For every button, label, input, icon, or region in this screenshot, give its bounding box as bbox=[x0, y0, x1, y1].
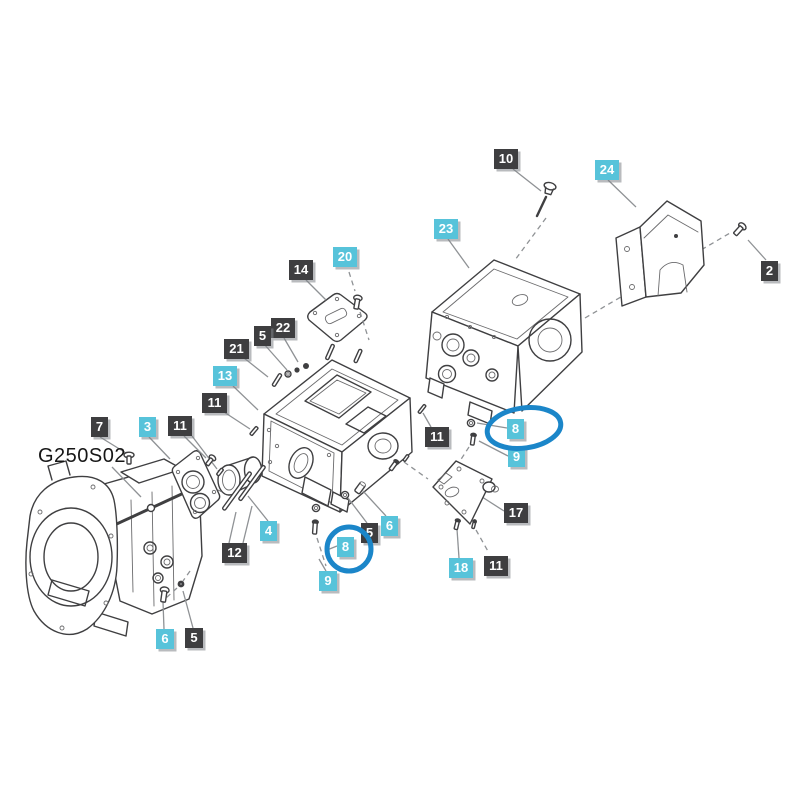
bolt-glyph bbox=[159, 586, 170, 603]
assembly-axis-line bbox=[165, 587, 178, 599]
leader-line bbox=[447, 238, 470, 269]
part-tag-5: 5 bbox=[361, 523, 378, 543]
part-tag-11: 11 bbox=[484, 556, 508, 576]
part-tag-5: 5 bbox=[185, 628, 203, 648]
part-tag-8: 8 bbox=[337, 537, 354, 557]
leader-line bbox=[111, 466, 142, 498]
leader-line bbox=[326, 545, 338, 551]
part-tag-3: 3 bbox=[139, 417, 156, 437]
leader-line bbox=[318, 558, 327, 572]
bolt-glyph bbox=[469, 432, 477, 446]
leader-line bbox=[183, 435, 207, 459]
part-tag-11: 11 bbox=[425, 427, 449, 447]
plug-glyph bbox=[123, 451, 135, 465]
leader-line bbox=[247, 495, 269, 522]
leader-line bbox=[456, 528, 460, 559]
leader-line bbox=[283, 337, 299, 363]
part-tag-2: 2 bbox=[761, 261, 778, 281]
part-tag-18: 18 bbox=[449, 558, 473, 578]
leader-line bbox=[232, 385, 259, 411]
bushing-glyph bbox=[354, 481, 366, 495]
assembly-axis-line bbox=[514, 217, 547, 261]
part-tag-11: 11 bbox=[168, 416, 192, 436]
leader-line bbox=[182, 590, 194, 629]
part-tag-8: 8 bbox=[507, 419, 524, 439]
clutch-housing-drawing bbox=[25, 460, 119, 636]
rear-cover-drawing bbox=[615, 200, 705, 307]
assembly-axis-line bbox=[359, 311, 370, 341]
leader-line bbox=[607, 179, 637, 208]
bolt-glyph bbox=[311, 519, 319, 535]
dipstick-drawing bbox=[535, 181, 557, 218]
part-tag-11: 11 bbox=[202, 393, 227, 413]
leader-line bbox=[512, 168, 542, 192]
assembly-axis-line bbox=[475, 529, 490, 554]
part-tag-23: 23 bbox=[434, 219, 458, 239]
part-tag-6: 6 bbox=[381, 516, 398, 536]
part-tag-13: 13 bbox=[213, 366, 237, 386]
bolt-glyph bbox=[353, 294, 363, 310]
leader-lines bbox=[99, 168, 767, 630]
leader-line bbox=[228, 511, 237, 544]
leader-line bbox=[191, 435, 218, 470]
pin-glyph bbox=[271, 373, 283, 387]
part-tag-12: 12 bbox=[222, 543, 247, 563]
leader-line bbox=[99, 436, 127, 454]
leader-line bbox=[347, 497, 368, 524]
top-cover-plate-drawing bbox=[307, 292, 368, 343]
stud-glyph bbox=[222, 471, 252, 511]
assembly-axis-line bbox=[403, 461, 429, 480]
leader-line bbox=[305, 279, 327, 301]
bolt-glyph bbox=[733, 222, 747, 237]
part-tag-22: 22 bbox=[271, 318, 295, 338]
part-tag-20: 20 bbox=[333, 247, 357, 267]
part-tag-14: 14 bbox=[289, 260, 313, 280]
pin-glyph bbox=[325, 343, 335, 361]
side-cover-plate-drawing bbox=[432, 460, 499, 525]
model-code-label: G250S02 bbox=[38, 445, 127, 467]
part-tag-10: 10 bbox=[494, 149, 518, 169]
part-tag-5: 5 bbox=[254, 326, 271, 346]
part-tag-17: 17 bbox=[504, 503, 528, 523]
bolt-glyph bbox=[205, 454, 217, 467]
assembly-axis-line bbox=[182, 570, 191, 582]
leader-line bbox=[476, 422, 508, 429]
part-tag-24: 24 bbox=[595, 160, 619, 180]
part-tag-9: 9 bbox=[319, 571, 337, 591]
assembly-axis-line bbox=[316, 537, 327, 567]
leader-line bbox=[362, 490, 387, 517]
fastener-glyphs bbox=[123, 222, 747, 603]
bolt-glyph bbox=[216, 467, 224, 477]
part-tag-9: 9 bbox=[508, 447, 525, 467]
main-case-drawing bbox=[261, 359, 413, 513]
bolt-glyph bbox=[453, 518, 462, 531]
rear-case-drawing bbox=[425, 259, 583, 425]
pin-glyph bbox=[471, 519, 478, 530]
pin-glyph bbox=[353, 348, 363, 364]
leader-line bbox=[747, 239, 767, 261]
bolt-glyph bbox=[388, 458, 400, 472]
part-tag-7: 7 bbox=[91, 417, 108, 437]
leader-line bbox=[242, 505, 253, 544]
gearbox-assembly-drawing bbox=[93, 458, 203, 637]
leader-line bbox=[422, 412, 432, 428]
pin-glyph bbox=[402, 454, 410, 462]
part-tag-6: 6 bbox=[156, 629, 174, 649]
leader-line bbox=[223, 411, 251, 430]
stud-glyph bbox=[238, 464, 266, 502]
pin-glyph bbox=[417, 403, 427, 415]
leader-line bbox=[263, 343, 288, 371]
leader-line bbox=[148, 436, 171, 460]
leader-line bbox=[162, 601, 165, 630]
part-tag-21: 21 bbox=[224, 339, 249, 359]
assembly-axis-line bbox=[348, 271, 356, 292]
side-plate-drawing bbox=[171, 450, 221, 519]
leader-line bbox=[243, 357, 269, 378]
pin-glyph bbox=[249, 425, 259, 437]
part-tag-4: 4 bbox=[260, 521, 277, 541]
leader-line bbox=[478, 440, 509, 457]
